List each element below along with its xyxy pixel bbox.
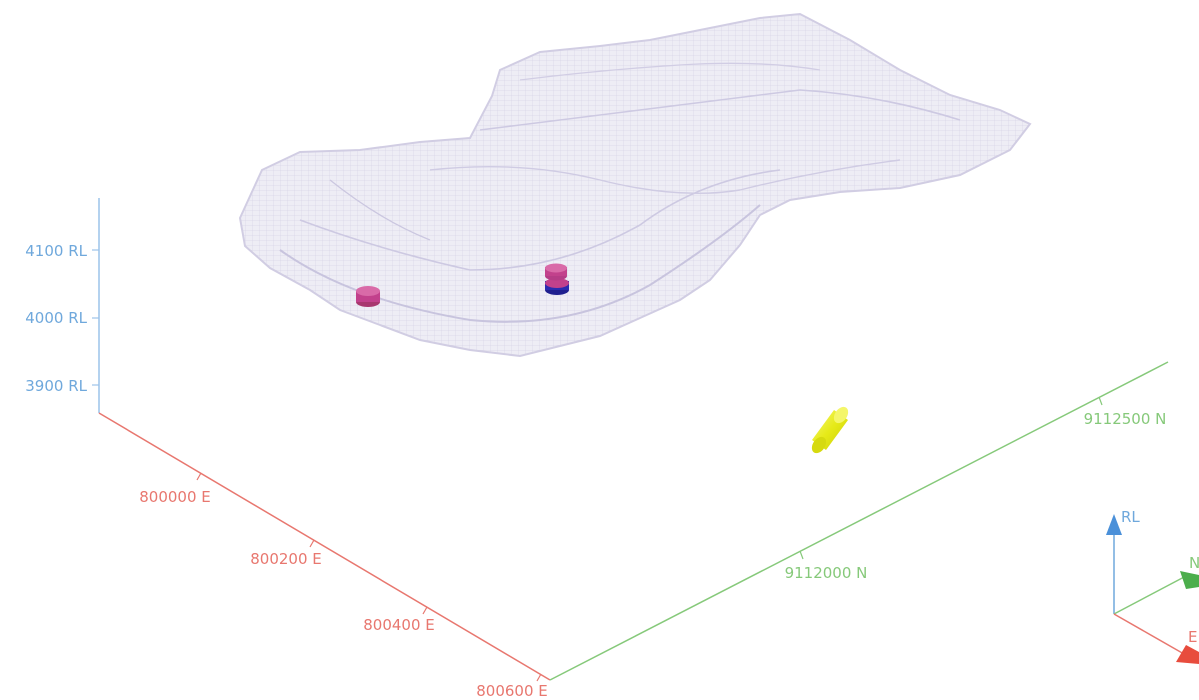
orientation-rl-label: RL	[1121, 508, 1140, 526]
e-tick	[422, 606, 428, 615]
rl-tick-label: 4100 RL	[25, 242, 87, 260]
e-tick-label: 800400 E	[363, 616, 435, 634]
pit-bench-line	[299, 169, 781, 271]
orientation-n-label: N	[1189, 554, 1199, 572]
e-tick-label: 800000 E	[139, 488, 211, 506]
pit-surface-outline	[238, 12, 1032, 358]
e-tick	[196, 472, 202, 481]
pit-bench-line	[519, 62, 821, 81]
rl-tick-label: 3900 RL	[25, 377, 87, 395]
orientation-e-line	[1113, 613, 1185, 655]
pit-bench-line	[429, 159, 901, 195]
rl-arrow-icon	[1106, 514, 1122, 535]
e-axis-line	[98, 412, 551, 681]
axes-box	[92, 198, 1169, 682]
e-tick-label: 800600 E	[476, 682, 548, 700]
pit-bench-line	[479, 89, 961, 131]
n-axis-line	[549, 361, 1169, 681]
pit-surface-mesh[interactable]	[238, 12, 1032, 358]
n-axis-labels: 9112000 N 9112500 N	[785, 410, 1167, 582]
rl-tick-label: 4000 RL	[25, 309, 87, 327]
n-tick-label: 9112000 N	[785, 564, 868, 582]
n-tick	[799, 550, 804, 560]
e-axis-labels: 800000 E 800200 E 800400 E 800600 E	[139, 488, 548, 700]
e-tick	[309, 539, 315, 548]
orientation-e-label: E	[1188, 628, 1197, 646]
target-cylinder[interactable]	[809, 404, 851, 456]
n-tick	[1098, 396, 1103, 406]
orientation-widget[interactable]: RL N E	[1106, 508, 1199, 664]
n-tick-label: 9112500 N	[1084, 410, 1167, 428]
rl-axis-labels: 4100 RL 4000 RL 3900 RL	[25, 242, 87, 395]
e-tick	[536, 673, 542, 682]
pit-bench-line	[279, 204, 761, 323]
drillhole-marker[interactable]	[356, 286, 380, 307]
orientation-n-line	[1113, 575, 1187, 615]
e-tick-label: 800200 E	[250, 550, 322, 568]
pit-bench-line	[329, 179, 431, 241]
n-arrow-icon	[1180, 571, 1199, 589]
e-arrow-icon	[1176, 645, 1199, 664]
drillhole-marker[interactable]	[545, 263, 569, 296]
